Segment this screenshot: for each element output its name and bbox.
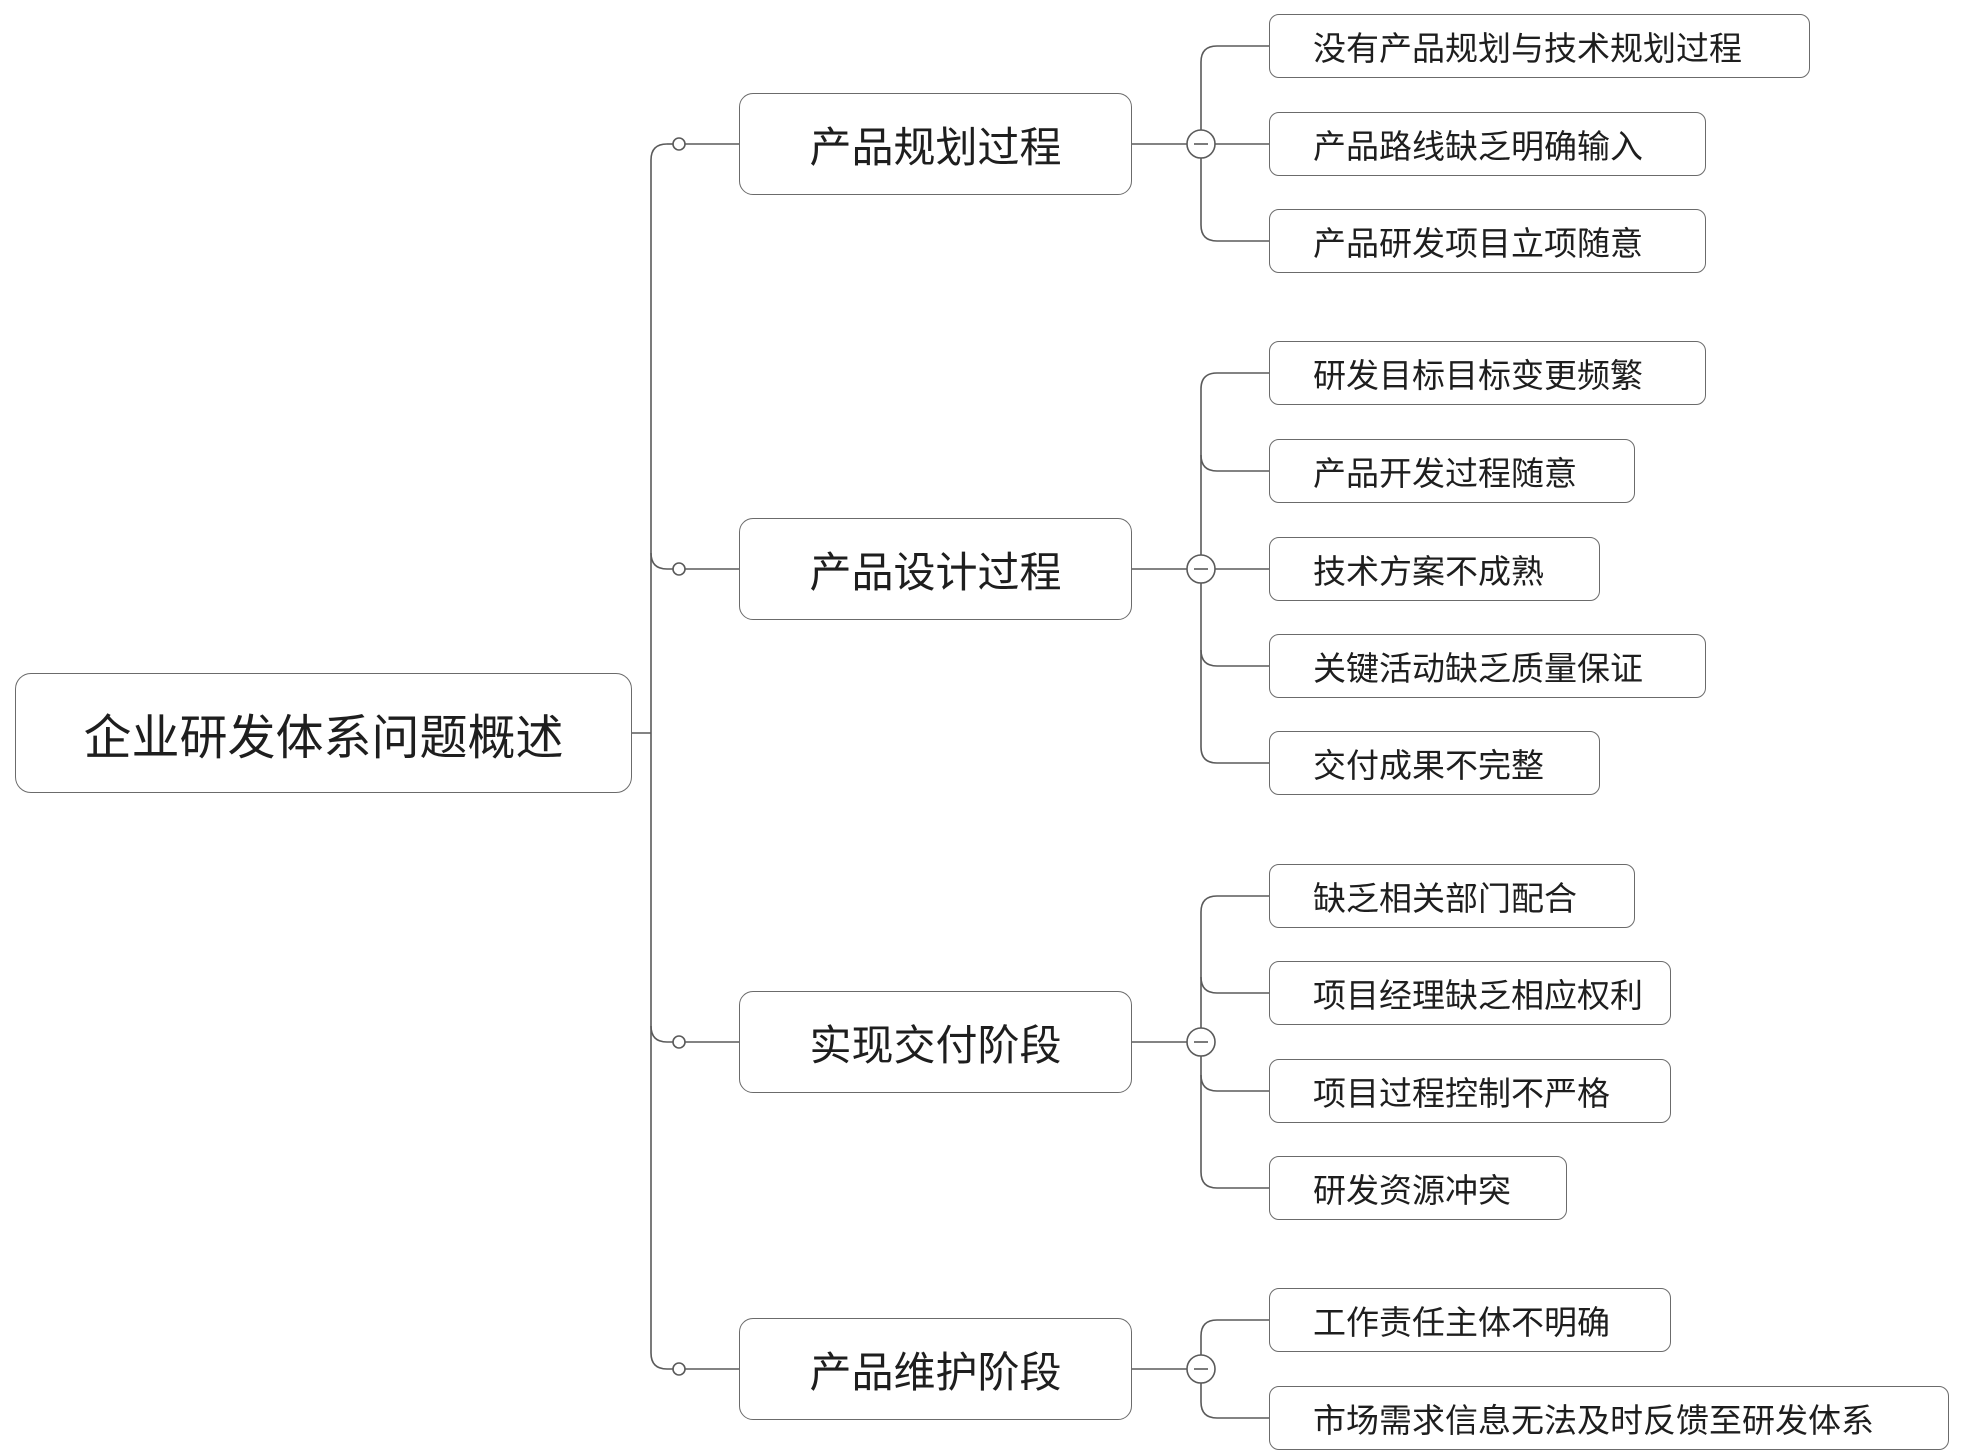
branch-topic[interactable]: 实现交付阶段: [739, 991, 1132, 1093]
branch-topic[interactable]: 产品规划过程: [739, 93, 1132, 195]
branch-topic-label: 产品规划过程: [809, 122, 1062, 172]
subtopic-label: 交付成果不完整: [1313, 746, 1544, 785]
subtopic[interactable]: 市场需求信息无法及时反馈至研发体系: [1269, 1386, 1949, 1450]
subtopic[interactable]: 工作责任主体不明确: [1269, 1288, 1671, 1352]
branch-topic[interactable]: 产品设计过程: [739, 518, 1132, 620]
minus-collapse-icon[interactable]: [1186, 129, 1216, 159]
subtopic[interactable]: 技术方案不成熟: [1269, 537, 1600, 601]
subtopic[interactable]: 产品路线缺乏明确输入: [1269, 112, 1706, 176]
subtopic-label: 研发目标目标变更频繁: [1313, 356, 1643, 395]
connector-dot-icon: [672, 1035, 686, 1049]
subtopic-label: 产品开发过程随意: [1313, 454, 1577, 493]
subtopic-label: 工作责任主体不明确: [1313, 1303, 1610, 1342]
subtopic[interactable]: 研发目标目标变更频繁: [1269, 341, 1706, 405]
subtopic-label: 产品研发项目立项随意: [1313, 224, 1643, 263]
subtopic[interactable]: 没有产品规划与技术规划过程: [1269, 14, 1810, 78]
subtopic-label: 项目过程控制不严格: [1313, 1074, 1610, 1113]
root-topic-label: 企业研发体系问题概述: [83, 710, 564, 766]
subtopic[interactable]: 关键活动缺乏质量保证: [1269, 634, 1706, 698]
subtopic[interactable]: 产品开发过程随意: [1269, 439, 1635, 503]
subtopic[interactable]: 缺乏相关部门配合: [1269, 864, 1635, 928]
minus-collapse-icon[interactable]: [1186, 1027, 1216, 1057]
connector-dot-icon: [672, 137, 686, 151]
subtopic-label: 缺乏相关部门配合: [1313, 879, 1577, 918]
subtopic-label: 没有产品规划与技术规划过程: [1313, 29, 1742, 68]
connector-dot-icon: [672, 1362, 686, 1376]
subtopic[interactable]: 交付成果不完整: [1269, 731, 1600, 795]
subtopic-label: 市场需求信息无法及时反馈至研发体系: [1313, 1401, 1874, 1440]
subtopic[interactable]: 项目经理缺乏相应权利: [1269, 961, 1671, 1025]
subtopic-label: 关键活动缺乏质量保证: [1313, 649, 1643, 688]
branch-topic-label: 产品设计过程: [809, 547, 1062, 597]
branch-topic[interactable]: 产品维护阶段: [739, 1318, 1132, 1420]
subtopic[interactable]: 项目过程控制不严格: [1269, 1059, 1671, 1123]
root-topic[interactable]: 企业研发体系问题概述: [15, 673, 632, 793]
subtopic-label: 研发资源冲突: [1313, 1171, 1511, 1210]
minus-collapse-icon[interactable]: [1186, 554, 1216, 584]
subtopic-label: 项目经理缺乏相应权利: [1313, 976, 1643, 1015]
connector-dot-icon: [672, 562, 686, 576]
branch-topic-label: 产品维护阶段: [809, 1347, 1062, 1397]
subtopic[interactable]: 产品研发项目立项随意: [1269, 209, 1706, 273]
subtopic-label: 技术方案不成熟: [1313, 552, 1544, 591]
subtopic-label: 产品路线缺乏明确输入: [1313, 127, 1643, 166]
branch-topic-label: 实现交付阶段: [809, 1020, 1062, 1070]
subtopic[interactable]: 研发资源冲突: [1269, 1156, 1567, 1220]
minus-collapse-icon[interactable]: [1186, 1354, 1216, 1384]
